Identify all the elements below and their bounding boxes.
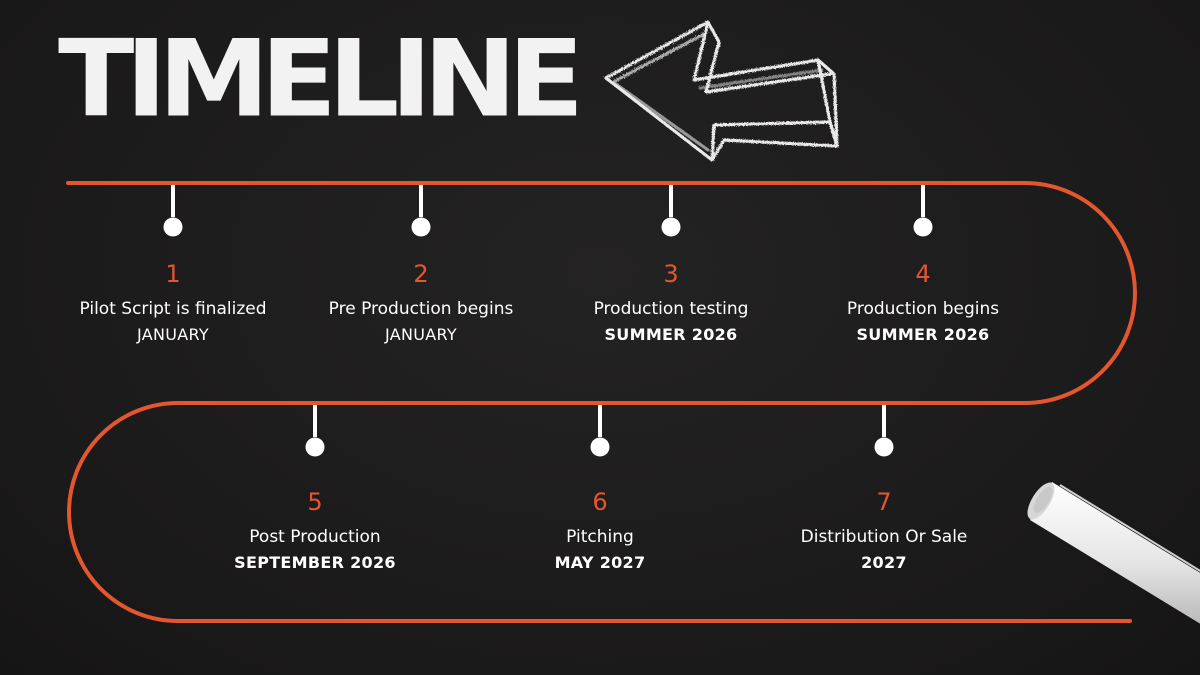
milestone-label: Production testing (551, 296, 791, 322)
milestone-number: 2 (301, 260, 541, 288)
milestone-label: Pitching (480, 524, 720, 550)
milestone-label: Pilot Script is finalized (53, 296, 293, 322)
milestone-number: 3 (551, 260, 791, 288)
milestone-date: 2027 (764, 550, 1004, 576)
milestone-marker-6 (591, 405, 610, 457)
milestone-date: SUMMER 2026 (803, 322, 1043, 348)
milestone-marker-2 (412, 185, 431, 237)
milestone-date: SUMMER 2026 (551, 322, 791, 348)
milestone-2: 2 Pre Production begins JANUARY (301, 260, 541, 348)
milestone-date: JANUARY (53, 322, 293, 348)
milestone-3: 3 Production testing SUMMER 2026 (551, 260, 791, 348)
milestone-7: 7 Distribution Or Sale 2027 (764, 488, 1004, 576)
milestone-1: 1 Pilot Script is finalized JANUARY (53, 260, 293, 348)
chalk-stick-icon (1022, 478, 1200, 626)
milestone-number: 6 (480, 488, 720, 516)
milestone-label: Production begins (803, 296, 1043, 322)
milestone-label: Pre Production begins (301, 296, 541, 322)
milestone-label: Post Production (195, 524, 435, 550)
milestone-number: 7 (764, 488, 1004, 516)
milestone-5: 5 Post Production SEPTEMBER 2026 (195, 488, 435, 576)
milestone-4: 4 Production begins SUMMER 2026 (803, 260, 1043, 348)
milestone-marker-1 (164, 185, 183, 237)
milestone-marker-4 (914, 185, 933, 237)
milestone-6: 6 Pitching MAY 2027 (480, 488, 720, 576)
milestone-number: 4 (803, 260, 1043, 288)
milestone-date: SEPTEMBER 2026 (195, 550, 435, 576)
milestone-marker-3 (662, 185, 681, 237)
milestone-marker-7 (875, 405, 894, 457)
milestone-number: 1 (53, 260, 293, 288)
milestone-number: 5 (195, 488, 435, 516)
milestone-marker-5 (306, 405, 325, 457)
milestone-label: Distribution Or Sale (764, 524, 1004, 550)
milestone-date: MAY 2027 (480, 550, 720, 576)
milestone-date: JANUARY (301, 322, 541, 348)
chalk-arrow-left-icon (606, 22, 837, 160)
